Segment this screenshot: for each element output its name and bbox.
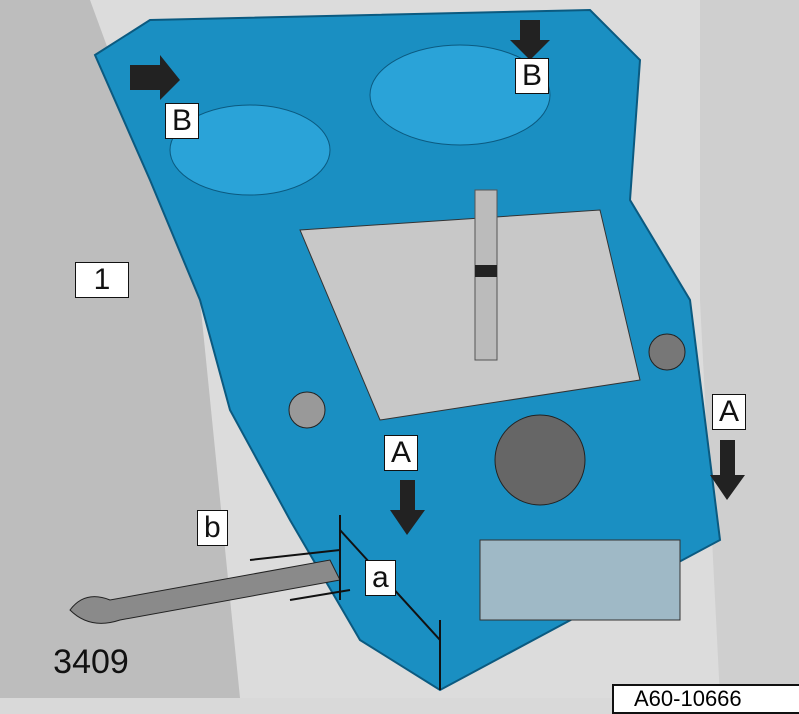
cup-holder-left <box>169 104 331 196</box>
tool-3409 <box>69 559 341 624</box>
direction-arrows <box>130 20 745 535</box>
part-label-1: 1 <box>75 262 129 298</box>
mmi-control-knob <box>494 414 586 506</box>
gear-shift-opening <box>299 209 641 421</box>
right-seat <box>700 0 799 698</box>
arrow-label-a-left: A <box>384 435 419 471</box>
figure-reference: A60-10666 <box>612 684 799 714</box>
dimension-label-b: b <box>197 510 228 546</box>
left-seat <box>0 0 240 698</box>
cup-holder-right <box>369 44 551 146</box>
arrow-label-b-left: B <box>165 103 200 139</box>
arrow-label-b-right: B <box>515 58 550 94</box>
tool-label-3409: 3409 <box>53 643 129 681</box>
arrow-label-a-right: A <box>712 394 747 430</box>
center-console-illustration <box>0 0 799 698</box>
dimension-label-a: a <box>365 560 396 596</box>
